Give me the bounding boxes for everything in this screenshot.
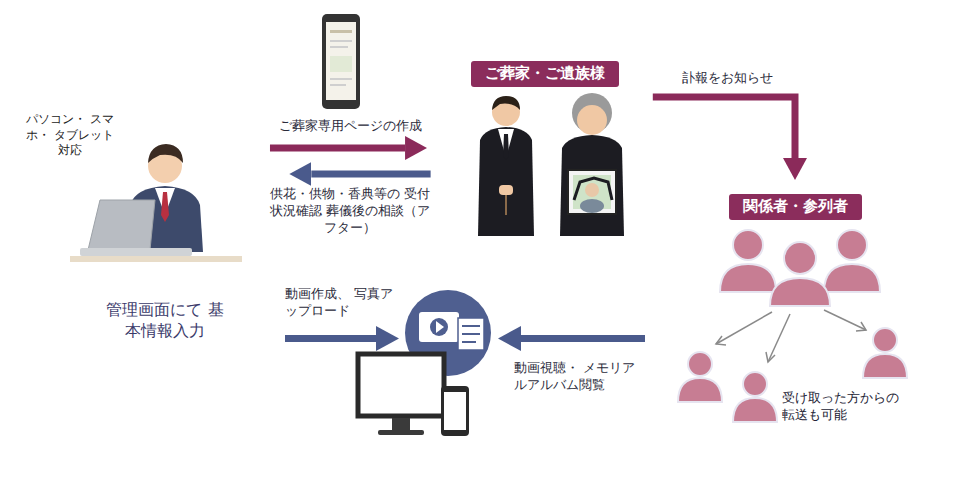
circle-shape xyxy=(15,80,125,190)
flow-arrow xyxy=(311,171,430,178)
label-slot: 動画作成、 写真アップロード xyxy=(285,286,397,320)
text-slot: 受け取った方からの 転送も可能 xyxy=(782,390,904,424)
input-circle: 管理画面にて 基本情報入力 xyxy=(10,100,310,400)
circle-shape xyxy=(12,102,309,399)
text-slot: ご葬家・ご遺族様 xyxy=(427,61,663,87)
circle-shape xyxy=(645,180,945,480)
label-slot: 訃報をお知らせ xyxy=(664,70,790,87)
text-slot: 関係者・参列者 xyxy=(645,194,945,220)
mourners-illustration xyxy=(478,93,624,236)
circle-outline xyxy=(645,180,945,480)
heading-band: ご葬家・ご遺族様 xyxy=(471,61,619,87)
circle-outline xyxy=(10,100,310,400)
label-slot: ご葬家専用ページの作成 xyxy=(262,118,438,135)
node-text: パソコン・ スマホ・ タブレット対応 xyxy=(25,112,115,159)
device-badge: パソコン・ スマホ・ タブレット対応 xyxy=(15,80,125,190)
heading-band: 関係者・参列者 xyxy=(729,194,862,220)
forward-arrows xyxy=(716,310,866,362)
text-slot: 管理画面にて 基本情報入力 xyxy=(105,300,225,342)
label-slot: 供花・供物・香典等の 受付状況確認 葬儀後の相談（アフター） xyxy=(268,186,432,237)
flow-note: 動画作成、 写真アップロード xyxy=(285,286,397,320)
flow-arrow xyxy=(653,97,795,158)
circle-shape xyxy=(427,27,663,263)
family-circle: ご葬家・ご遺族様 xyxy=(427,27,663,263)
operator-illustration xyxy=(70,144,242,262)
edge-label: ご葬家専用ページの作成 xyxy=(262,118,438,135)
attendee-circle: 関係者・参列者受け取った方からの 転送も可能 xyxy=(645,180,945,480)
smartphone-icon xyxy=(322,14,360,109)
flow-note: 動画視聴・ メモリアルアルバム閲覧 xyxy=(514,360,636,394)
node-text: 受け取った方からの 転送も可能 xyxy=(782,390,904,424)
upload-arrows xyxy=(285,326,645,351)
media-devices xyxy=(358,290,491,436)
node-text: 管理画面にて 基本情報入力 xyxy=(105,300,225,342)
label-slot: 動画視聴・ メモリアルアルバム閲覧 xyxy=(514,360,636,394)
edge-label: 訃報をお知らせ xyxy=(664,70,790,87)
text-slot: パソコン・ スマホ・ タブレット対応 xyxy=(25,112,115,159)
edge-label: 供花・供物・香典等の 受付状況確認 葬儀後の相談（アフター） xyxy=(268,186,432,237)
flow-arrow xyxy=(270,145,405,152)
